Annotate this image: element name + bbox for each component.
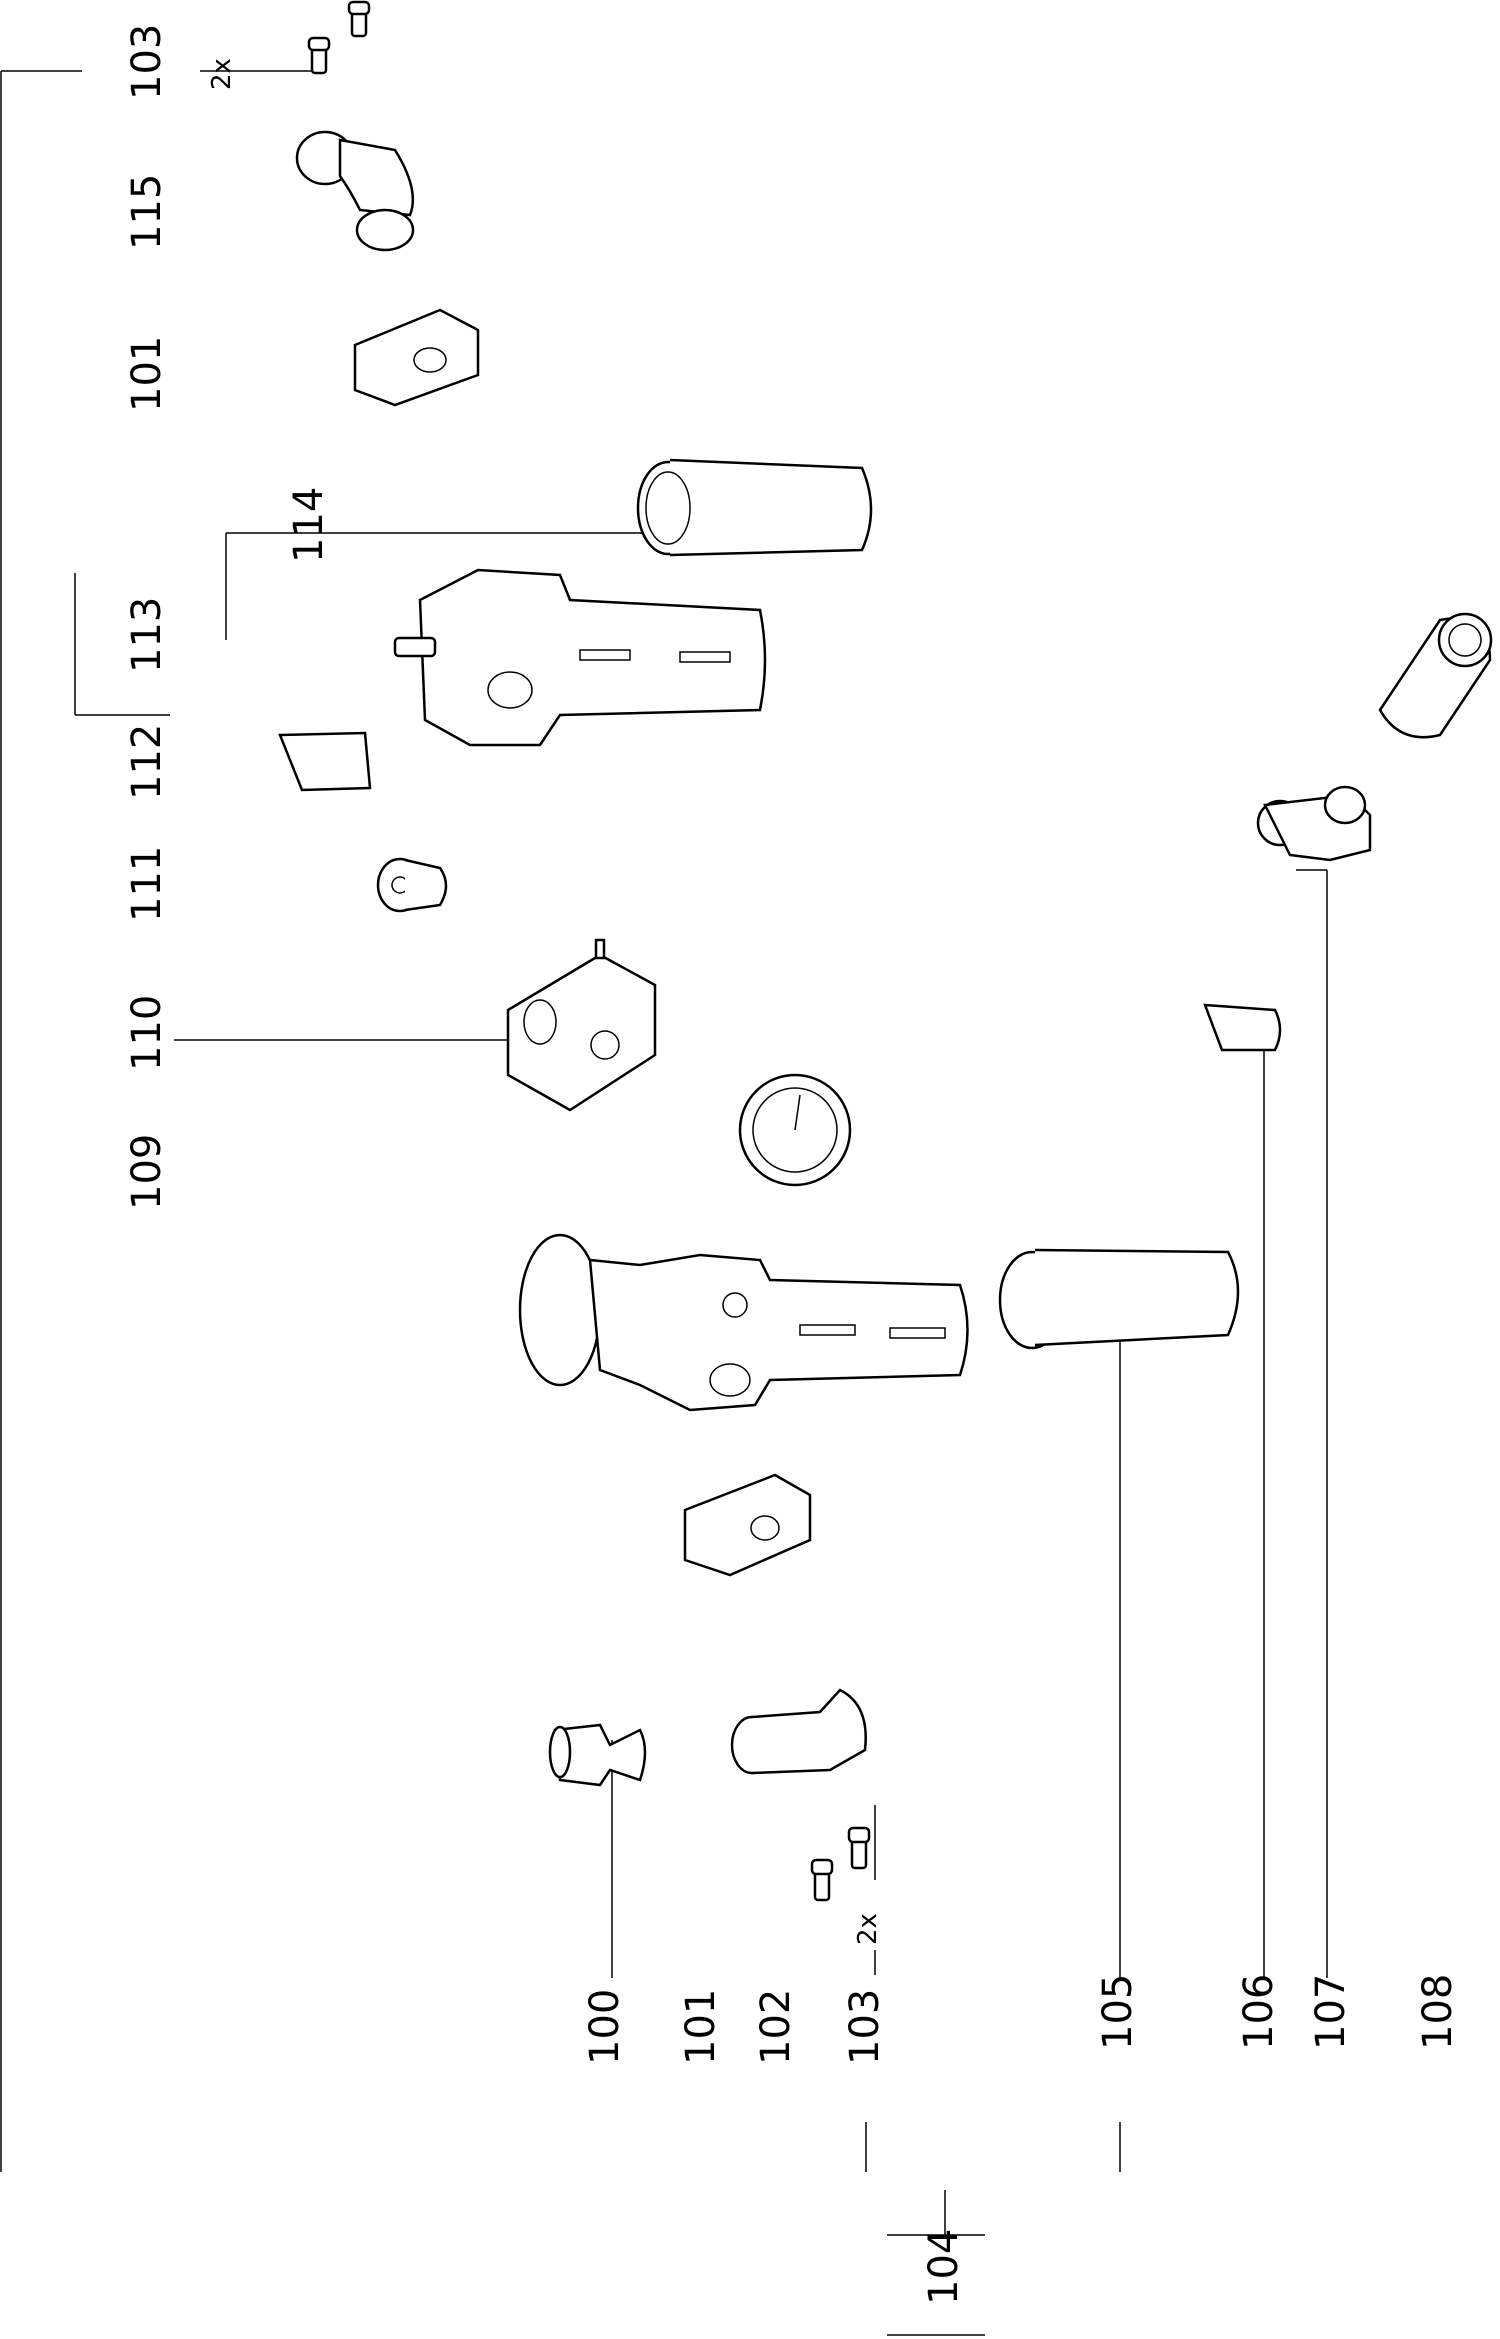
label-106 bbox=[1203, 1003, 1282, 1052]
elbow-fitting-115 bbox=[295, 130, 415, 252]
block-110 bbox=[506, 938, 657, 1112]
callout-113: 113 bbox=[124, 597, 170, 673]
quick-coupling-108 bbox=[1378, 612, 1493, 739]
callout-103-top: 103 bbox=[124, 24, 170, 100]
callout-110: 110 bbox=[124, 995, 170, 1071]
screw-103-top-a bbox=[307, 36, 331, 75]
callout-109: 109 bbox=[124, 1134, 170, 1210]
callout-114: 114 bbox=[286, 487, 332, 563]
callout-100: 100 bbox=[582, 1989, 628, 2065]
callout-103-bottom: 103 bbox=[842, 1989, 888, 2065]
elbow-fitting-102 bbox=[730, 1688, 867, 1775]
callout-111: 111 bbox=[124, 846, 170, 922]
tee-fitting-107 bbox=[1256, 785, 1372, 862]
pressure-gauge-109 bbox=[738, 1073, 852, 1187]
screw-103-bottom-b bbox=[847, 1826, 871, 1870]
callout-106: 106 bbox=[1236, 1974, 1282, 2050]
screw-103-top-b bbox=[347, 0, 371, 38]
filter-regulator-113 bbox=[393, 568, 767, 747]
callout-101-top: 101 bbox=[124, 336, 170, 412]
filter-bowl-105 bbox=[998, 1248, 1240, 1350]
quantity-2x-top: 2x bbox=[207, 58, 237, 90]
callout-104: 104 bbox=[921, 2229, 967, 2305]
mounting-plate-101-bottom bbox=[683, 1473, 812, 1577]
screw-103-bottom-a bbox=[810, 1858, 834, 1902]
label-112 bbox=[278, 731, 372, 792]
nipple-100 bbox=[548, 1723, 647, 1787]
callout-105: 105 bbox=[1095, 1974, 1141, 2050]
filter-regulator-105 bbox=[518, 1233, 969, 1412]
filter-bowl-114 bbox=[636, 458, 873, 557]
callout-107: 107 bbox=[1308, 1974, 1354, 2050]
callout-112: 112 bbox=[124, 724, 170, 800]
callout-101-bottom: 101 bbox=[678, 1989, 724, 2065]
callout-102: 102 bbox=[753, 1989, 799, 2065]
quantity-2x-bottom: 2x bbox=[853, 1913, 883, 1945]
callout-108: 108 bbox=[1415, 1974, 1461, 2050]
mounting-plate-101-top bbox=[353, 308, 480, 407]
callout-115: 115 bbox=[124, 174, 170, 250]
bushing-111 bbox=[376, 857, 448, 913]
